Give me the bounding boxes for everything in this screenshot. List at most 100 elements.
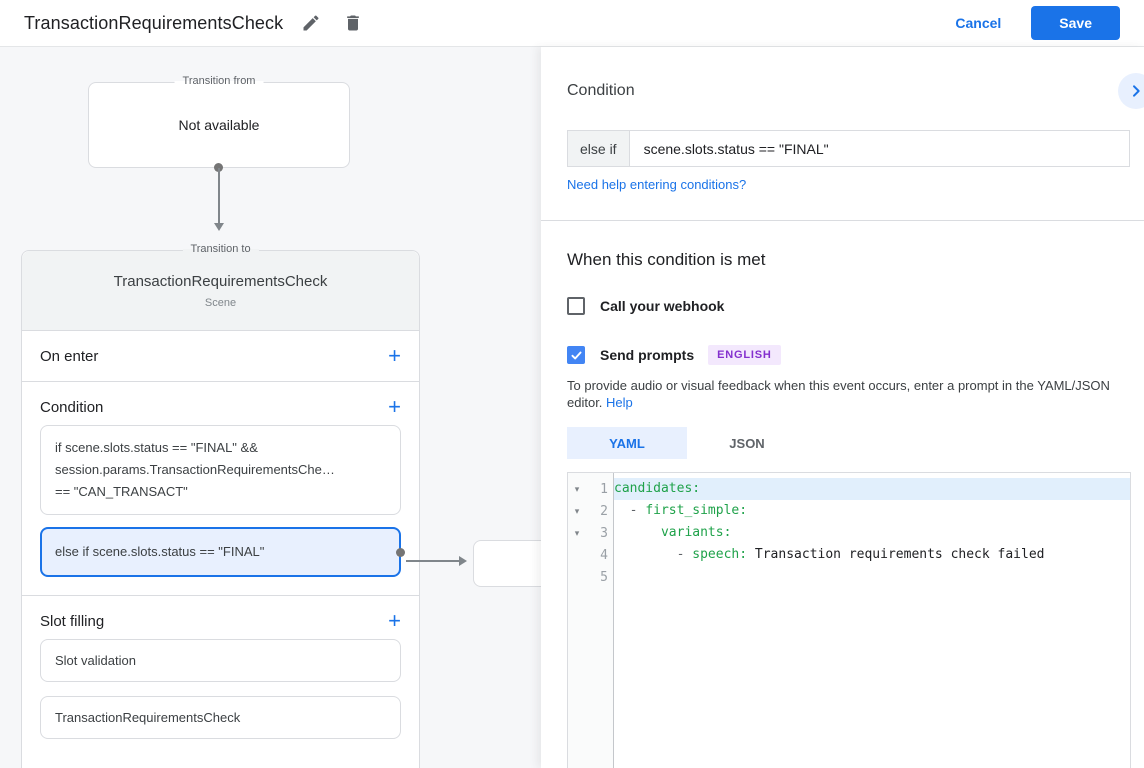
trash-icon	[347, 15, 360, 31]
conditions-help-link[interactable]: Need help entering conditions?	[567, 177, 747, 192]
add-slot-button[interactable]: +	[388, 608, 401, 633]
condition-section: if scene.slots.status == "FINAL" && sess…	[22, 425, 419, 595]
condition-line: == "CAN_TRANSACT"	[55, 484, 188, 499]
scene-card-header: TransactionRequirementsCheck Scene	[22, 251, 419, 331]
line-number: 5	[600, 569, 608, 585]
code-token: -	[629, 503, 646, 518]
selected-condition-text: else if scene.slots.status == "FINAL"	[55, 544, 265, 559]
code-token	[614, 503, 630, 518]
gutter-row: 5	[568, 566, 613, 588]
condition-section-label: Condition	[40, 398, 104, 416]
arrow-down-icon	[214, 223, 224, 231]
collapse-panel-button[interactable]	[1118, 73, 1144, 109]
condition-target-node[interactable]	[473, 540, 541, 587]
code-token: Transaction requirements check failed	[747, 547, 1045, 562]
code-line[interactable]: variants:	[614, 522, 1130, 544]
editor-format-tabs: YAML JSON	[567, 427, 807, 459]
send-prompts-checkbox[interactable]	[567, 346, 585, 364]
delete-scene-button[interactable]	[339, 9, 367, 37]
condition-section-header: Condition +	[22, 382, 419, 425]
code-token	[614, 525, 661, 540]
prompt-description: To provide audio or visual feedback when…	[567, 377, 1133, 411]
on-enter-label: On enter	[40, 347, 99, 365]
transition-from-content: Not available	[178, 117, 260, 133]
gutter-row: ▾1	[568, 478, 613, 500]
line-number: 4	[600, 547, 608, 563]
code-token: speech:	[692, 547, 748, 562]
app-header: TransactionRequirementsCheck Cancel Save	[0, 0, 1144, 47]
code-line[interactable]	[614, 566, 1130, 588]
condition-line: if scene.slots.status == "FINAL" &&	[55, 440, 258, 455]
condition-item-if[interactable]: if scene.slots.status == "FINAL" && sess…	[40, 425, 401, 515]
condition-line: session.params.TransactionRequirementsCh…	[55, 462, 335, 477]
webhook-label: Call your webhook	[600, 298, 725, 314]
line-number: 3	[600, 525, 608, 541]
transition-to-label: Transition to	[182, 243, 259, 255]
code-line[interactable]: candidates:	[614, 478, 1130, 500]
gutter-row: 4	[568, 544, 613, 566]
transition-to-node[interactable]: Transition to TransactionRequirementsChe…	[21, 243, 420, 768]
on-enter-section: On enter +	[22, 331, 419, 381]
condition-prefix: else if	[567, 130, 629, 167]
gutter-row: ▾2	[568, 500, 613, 522]
connector-line-horizontal	[406, 560, 459, 562]
condition-expression-row: else if	[567, 130, 1130, 167]
code-token	[614, 547, 677, 562]
condition-detail-panel: Condition else if Need help entering con…	[541, 47, 1144, 768]
checkmark-icon	[570, 351, 582, 359]
transition-from-node: Transition from Not available	[88, 75, 350, 168]
code-token: -	[676, 547, 693, 562]
tab-json[interactable]: JSON	[729, 435, 765, 451]
slot-filling-section-header: Slot filling +	[22, 596, 419, 639]
transition-from-label: Transition from	[174, 75, 264, 87]
divider	[22, 595, 419, 596]
scene-card-title: TransactionRequirementsCheck	[113, 273, 328, 290]
code-token: candidates:	[614, 481, 701, 496]
prompt-description-text: To provide audio or visual feedback when…	[567, 378, 1110, 410]
panel-divider	[541, 220, 1144, 221]
code-line[interactable]: - speech: Transaction requirements check…	[614, 544, 1130, 566]
page-title: TransactionRequirementsCheck	[24, 12, 284, 33]
tab-yaml[interactable]: YAML	[567, 427, 687, 459]
connector-line-vertical	[218, 168, 220, 224]
webhook-checkbox[interactable]	[567, 297, 585, 315]
fold-toggle-icon[interactable]: ▾	[574, 505, 580, 516]
code-token: variants:	[660, 525, 732, 540]
add-condition-button[interactable]: +	[388, 394, 401, 419]
connector-dot-top	[214, 163, 223, 172]
code-line[interactable]: - first_simple:	[614, 500, 1130, 522]
save-button[interactable]: Save	[1031, 6, 1120, 40]
prompts-option-row: Send prompts ENGLISH	[567, 345, 781, 365]
cancel-button[interactable]: Cancel	[943, 7, 1013, 39]
when-condition-title: When this condition is met	[567, 250, 766, 269]
line-number: 1	[600, 481, 608, 497]
connector-dot-right	[396, 548, 405, 557]
webhook-option-row: Call your webhook	[567, 297, 724, 315]
scene-card-subtitle: Scene	[204, 297, 237, 309]
send-prompts-label: Send prompts	[600, 347, 695, 363]
condition-panel-title: Condition	[567, 82, 635, 99]
slot-filling-label: Slot filling	[40, 612, 105, 630]
edit-scene-button[interactable]	[297, 9, 325, 37]
slot-item-validation[interactable]: Slot validation	[40, 639, 401, 682]
code-token: first_simple:	[645, 503, 748, 518]
pencil-icon	[303, 15, 319, 31]
condition-expression-input[interactable]	[628, 130, 1130, 167]
main-content: Transition from Not available Transition…	[0, 47, 1144, 768]
prompt-help-link[interactable]: Help	[606, 395, 633, 410]
fold-toggle-icon[interactable]: ▾	[574, 527, 580, 538]
chevron-right-icon	[1133, 85, 1140, 97]
add-on-enter-button[interactable]: +	[388, 343, 401, 368]
condition-item-elseif-selected[interactable]: else if scene.slots.status == "FINAL"	[40, 527, 405, 577]
divider	[22, 381, 419, 382]
scene-flow-canvas: Transition from Not available Transition…	[0, 47, 541, 768]
slot-item-transaction-check[interactable]: TransactionRequirementsCheck	[40, 696, 401, 739]
language-badge: ENGLISH	[708, 345, 781, 365]
arrow-right-icon	[459, 556, 467, 566]
fold-toggle-icon[interactable]: ▾	[574, 483, 580, 494]
gutter-row: ▾3	[568, 522, 613, 544]
line-number: 2	[600, 503, 608, 519]
editor-code-area[interactable]: candidates: - first_simple: variants: - …	[614, 473, 1130, 768]
